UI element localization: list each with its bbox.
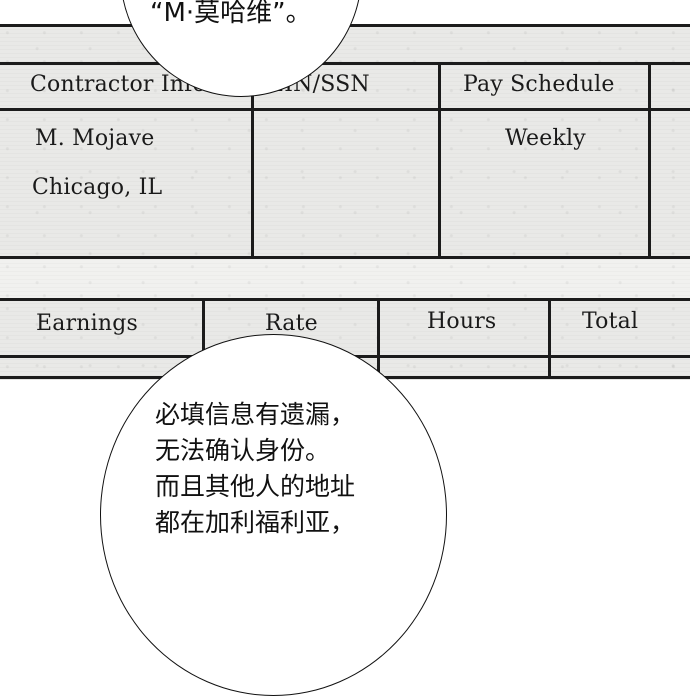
table-column-divider: [251, 62, 254, 258]
speech-line: 都在加利福利亚，: [155, 508, 356, 537]
table2-column-divider: [548, 298, 551, 378]
header-hours: Hours: [427, 309, 497, 334]
table2-column-divider: [377, 298, 380, 378]
table-bottom-border: [0, 256, 690, 259]
table-column-divider: [648, 62, 651, 258]
table-column-divider: [438, 62, 441, 258]
table2-top-border: [0, 298, 690, 301]
contractor-name: M. Mojave: [35, 126, 155, 151]
contractor-location: Chicago, IL: [32, 175, 163, 200]
header-total: Total: [582, 309, 639, 334]
speech-line: 必填信息有遗漏，: [155, 400, 356, 429]
pay-schedule-value: Weekly: [505, 126, 586, 151]
header-rate: Rate: [265, 311, 318, 336]
table2-column-divider: [202, 298, 205, 378]
speech-line: 而且其他人的地址: [155, 472, 356, 501]
speech-bubble-top-text: “M·莫哈维”。: [150, 0, 312, 28]
header-earnings: Earnings: [36, 311, 139, 336]
form-bottom-section: [0, 300, 690, 380]
form-divider-band: [0, 258, 690, 300]
speech-line: 无法确认身份。: [155, 436, 331, 465]
table-row-border: [0, 62, 690, 65]
speech-bubble-bottom-text: 必填信息有遗漏， 无法确认身份。 而且其他人的地址 都在加利福利亚，: [155, 397, 355, 541]
header-pay-schedule: Pay Schedule: [463, 72, 615, 97]
table-header-border: [0, 108, 690, 111]
